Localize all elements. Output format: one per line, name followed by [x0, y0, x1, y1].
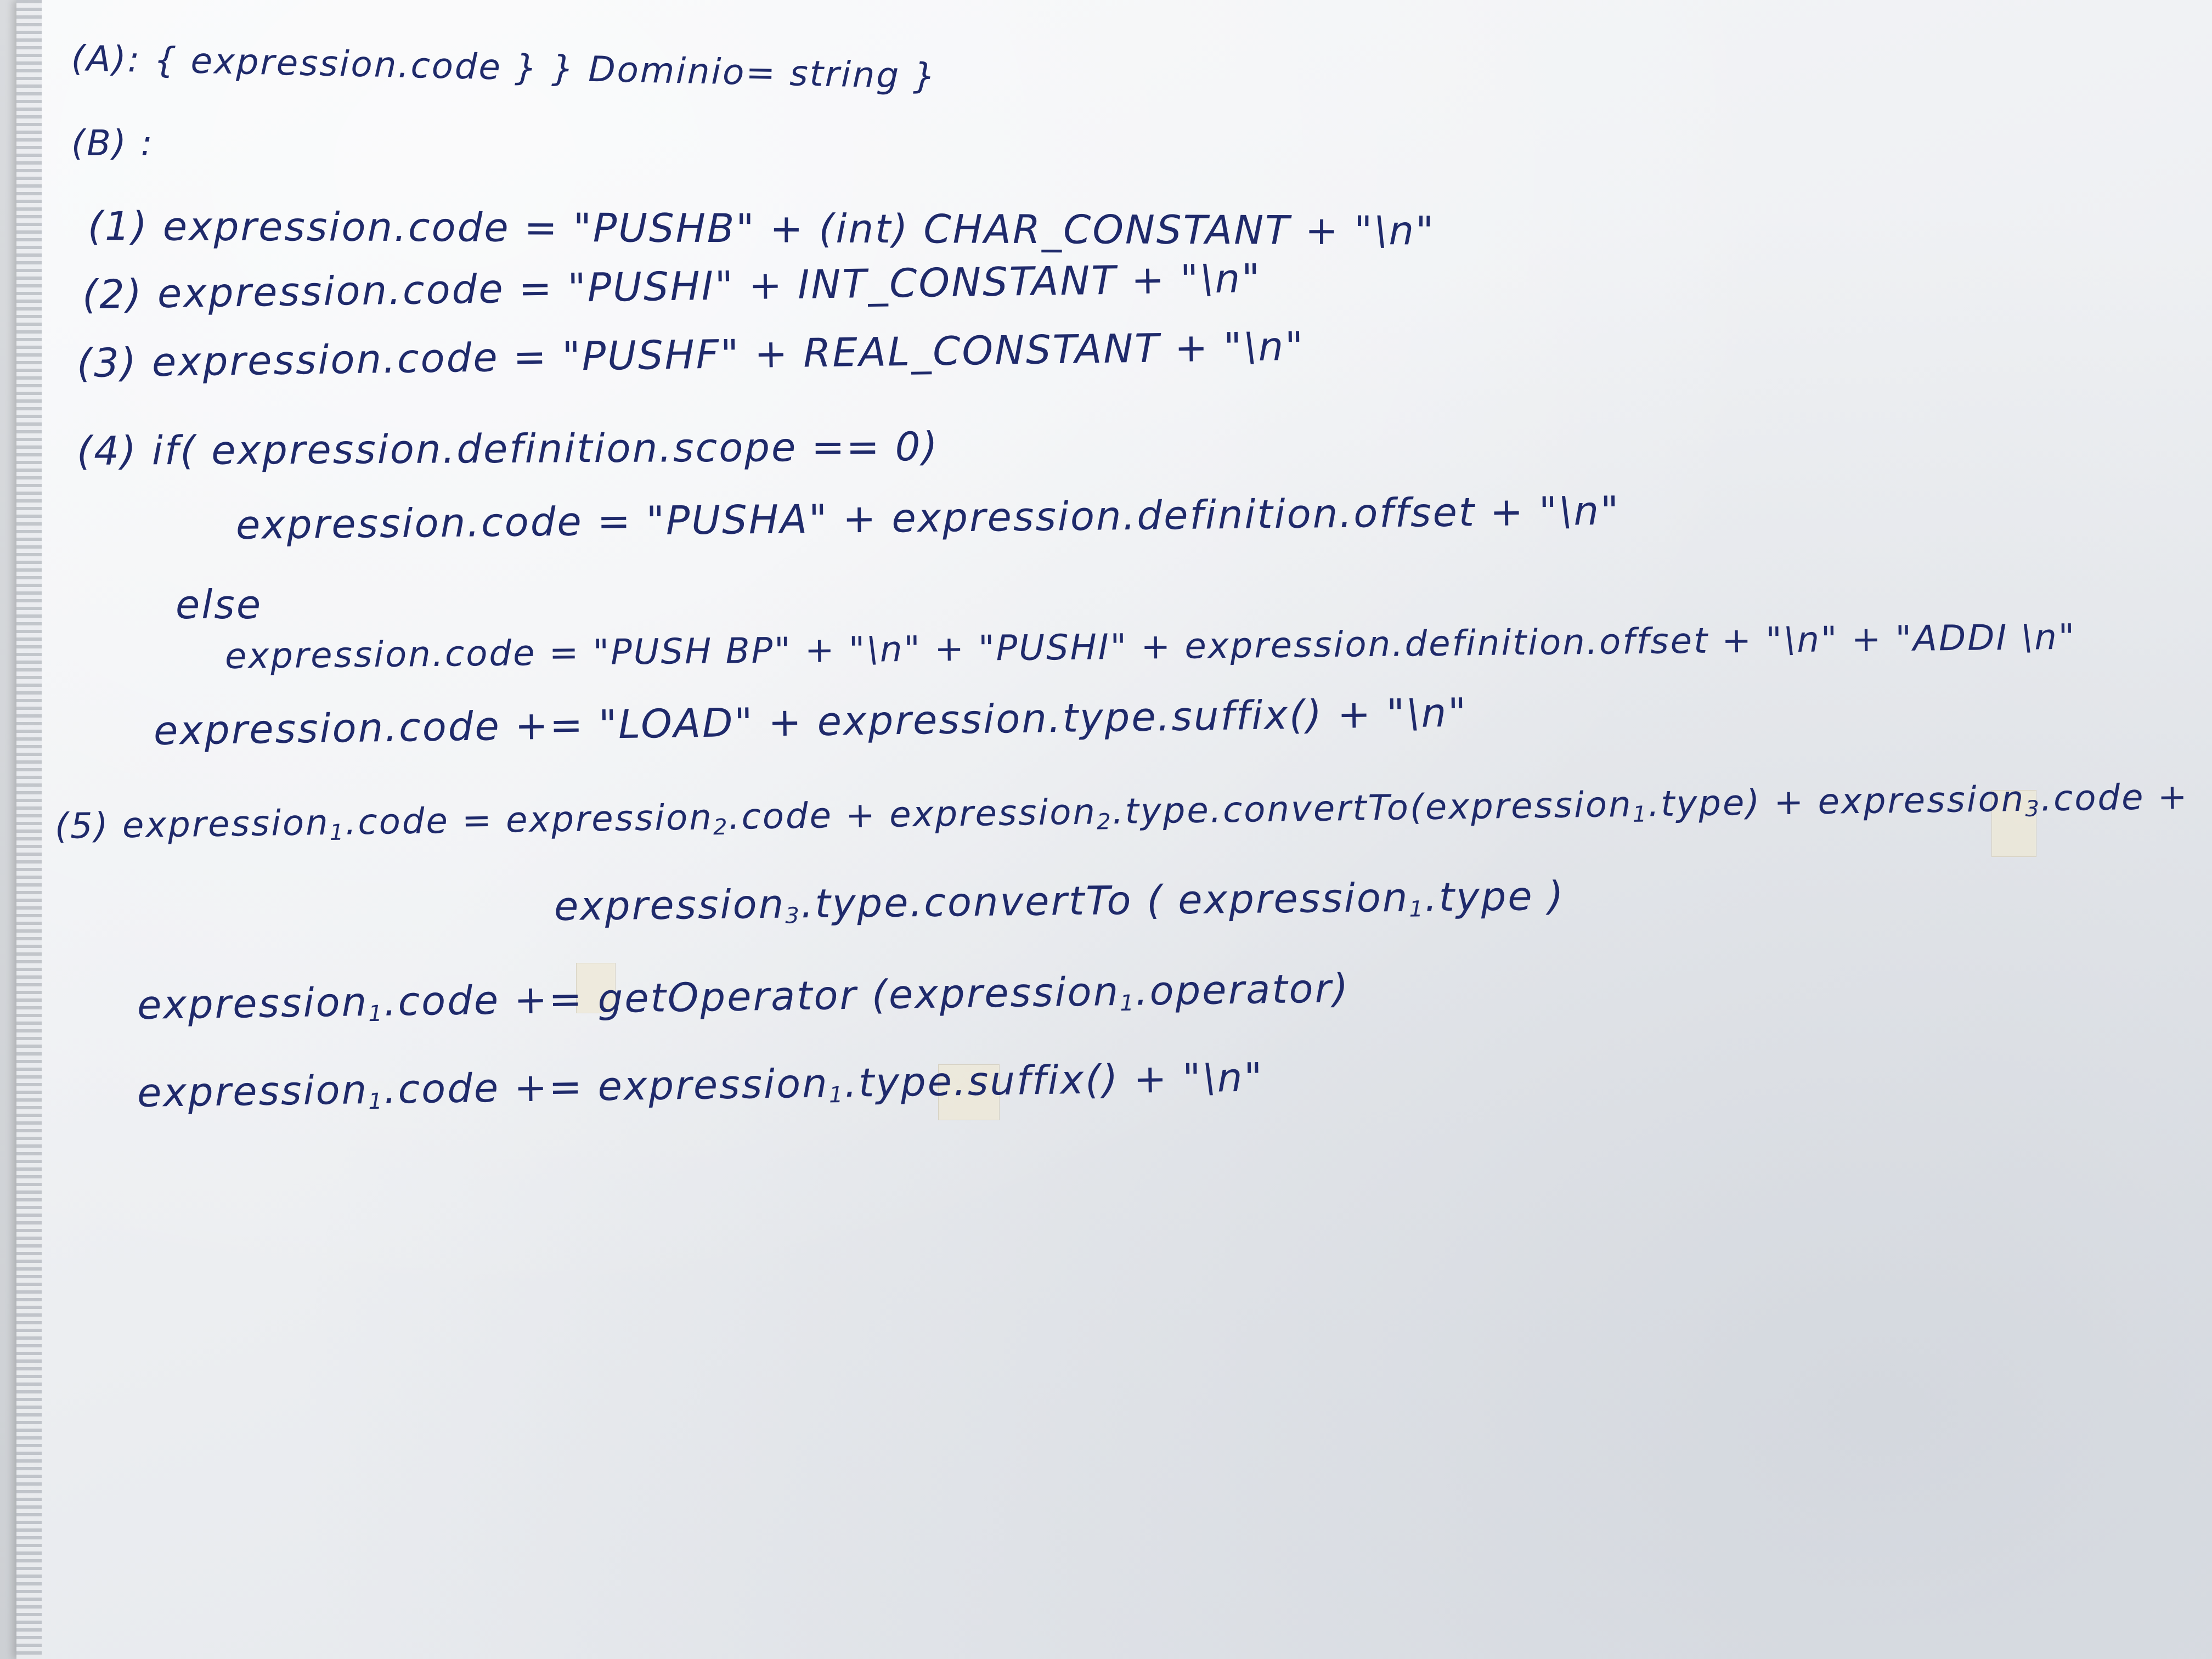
subscript: 3 — [2025, 796, 2041, 822]
rule-5-code: (5) expression1.code = expression2.code … — [54, 777, 2189, 849]
rule-5-segment: .type ) — [1424, 872, 1565, 921]
rule-5-segment: expression — [554, 881, 786, 929]
rule-1: (1) expression.code = "PUSHB" + (int) CH… — [87, 203, 1436, 254]
subscript: 1 — [1120, 990, 1136, 1016]
subscript: 1 — [1632, 802, 1649, 827]
rule-5-segment: .code + — [2040, 776, 2189, 820]
heading-attributes: (A): { expression.code } } Dominio= stri… — [71, 38, 938, 98]
heading-rules: (B) : — [71, 123, 154, 164]
rule-5-segment: .code += expression — [383, 1060, 830, 1113]
rule-5-segment: (5) expression — [54, 803, 330, 847]
rule-5-segment: expression — [137, 1066, 369, 1116]
rule-5-segment: expression — [137, 979, 369, 1028]
subscript: 1 — [329, 820, 346, 846]
notebook-binding — [16, 0, 42, 1659]
rule-5-continuation: expression3.type.convertTo ( expression1… — [554, 873, 1565, 931]
correction-tape-3 — [938, 1064, 1000, 1120]
rule-5-segment: .type.convertTo(expression — [1111, 784, 1633, 833]
subscript: 1 — [368, 1088, 385, 1115]
rule-4-else-keyword: else — [176, 582, 263, 628]
rule-4-then: expression.code = "PUSHA" + expression.d… — [235, 487, 1621, 548]
subscript: 2 — [713, 814, 729, 840]
rule-5-segment: .operator) — [1135, 965, 1350, 1014]
correction-tape-1 — [1991, 790, 2036, 857]
rule-5-segment: .code + expression — [728, 792, 1097, 838]
rule-3: (3) expression.code = "PUSHF" + REAL_CON… — [76, 323, 1305, 386]
rule-4-condition: (4) if( expression.definition.scope == 0… — [76, 423, 939, 474]
rule-5-segment: .code += getOperator (expression — [383, 968, 1120, 1025]
subscript: 3 — [785, 903, 802, 929]
rule-5-segment: .type) + expression — [1647, 778, 2025, 825]
rule-5-segment: .type.convertTo ( expression — [800, 874, 1409, 927]
subscript: 1 — [1409, 896, 1425, 922]
rule-5-segment: .code = expression — [345, 797, 714, 843]
correction-tape-2 — [576, 963, 616, 1013]
rule-5-operator: expression1.code += getOperator (express… — [137, 965, 1350, 1030]
subscript: 1 — [368, 1001, 385, 1027]
rule-5-suffix: expression1.code += expression1.type.suf… — [137, 1054, 1264, 1118]
subscript: 1 — [828, 1082, 845, 1108]
paper-sheet: (A): { expression.code } } Dominio= stri… — [16, 0, 2212, 1659]
rule-4-load: expression.code += "LOAD" + expression.t… — [153, 689, 1468, 754]
subscript: 2 — [1096, 809, 1113, 835]
rule-2: (2) expression.code = "PUSHI" + INT_CONS… — [82, 255, 1262, 318]
rule-5-segment: .type.suffix() + "\n" — [844, 1054, 1265, 1106]
rule-4-else-code: expression.code = "PUSH BP" + "\n" + "PU… — [224, 617, 2076, 677]
